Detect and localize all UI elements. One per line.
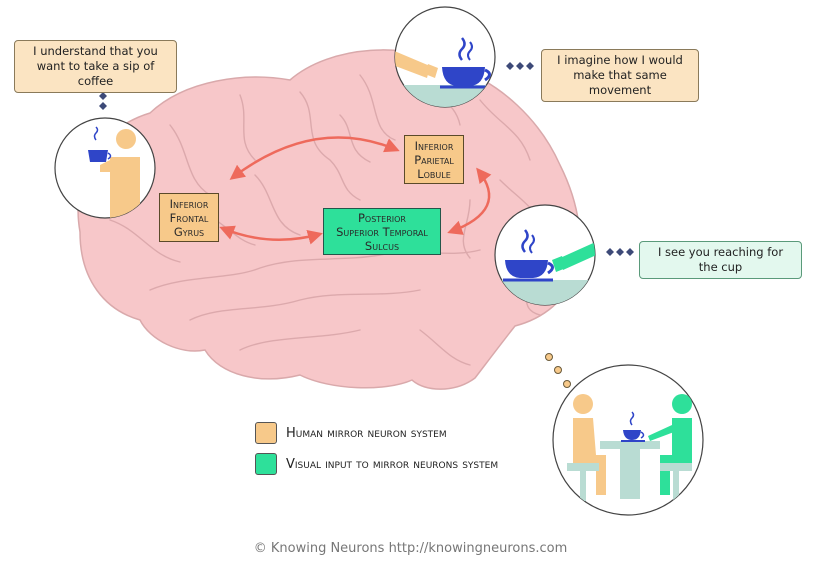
imagine-text: I imagine how I would make that same mov… xyxy=(557,53,683,97)
legend-visual-label: Visual input to mirror neurons system xyxy=(286,456,499,472)
arrow-ifg-ipl xyxy=(229,136,400,180)
legend-visual-swatch xyxy=(255,453,277,475)
posterior-superior-temporal-sulcus-label: Posterior Superior Temporal Sulcus xyxy=(336,210,428,253)
understand-text: I understand that you want to take a sip… xyxy=(33,44,158,88)
imagine-bubble: I imagine how I would make that same mov… xyxy=(541,49,699,102)
coffee-cup-icon xyxy=(505,260,548,278)
arrow-psts-ipl xyxy=(447,167,492,235)
connection-arrows xyxy=(219,136,492,245)
inferior-parietal-lobule-box: Inferior Parietal Lobule xyxy=(404,135,464,184)
see-text: I see you reaching for the cup xyxy=(657,245,784,274)
imagine-movement-circle xyxy=(394,6,496,108)
inferior-frontal-gyrus-box: Inferior Frontal Gyrus xyxy=(159,193,219,242)
coffee-cup-icon xyxy=(88,150,108,162)
see-bubble: I see you reaching for the cup xyxy=(639,241,802,279)
person-drinking-circle xyxy=(54,117,156,219)
two-people-table-circle xyxy=(552,364,704,516)
coffee-cup-icon xyxy=(442,67,485,86)
coffee-cup-icon xyxy=(623,430,641,440)
understand-bubble: I understand that you want to take a sip… xyxy=(14,40,177,93)
posterior-superior-temporal-sulcus-box: Posterior Superior Temporal Sulcus xyxy=(323,208,441,255)
copyright-footer: © Knowing Neurons http://knowingneurons.… xyxy=(253,541,568,556)
arrow-ifg-psts xyxy=(219,225,323,245)
legend-visual: Visual input to mirror neurons system xyxy=(255,453,498,475)
inferior-parietal-lobule-label: Inferior Parietal Lobule xyxy=(414,138,454,181)
legend-human-label: Human mirror neuron system xyxy=(286,425,447,441)
thought-dots xyxy=(545,353,571,388)
legend-human: Human mirror neuron system xyxy=(255,422,447,444)
inferior-frontal-gyrus-label: Inferior Frontal Gyrus xyxy=(169,196,209,239)
legend-human-swatch xyxy=(255,422,277,444)
